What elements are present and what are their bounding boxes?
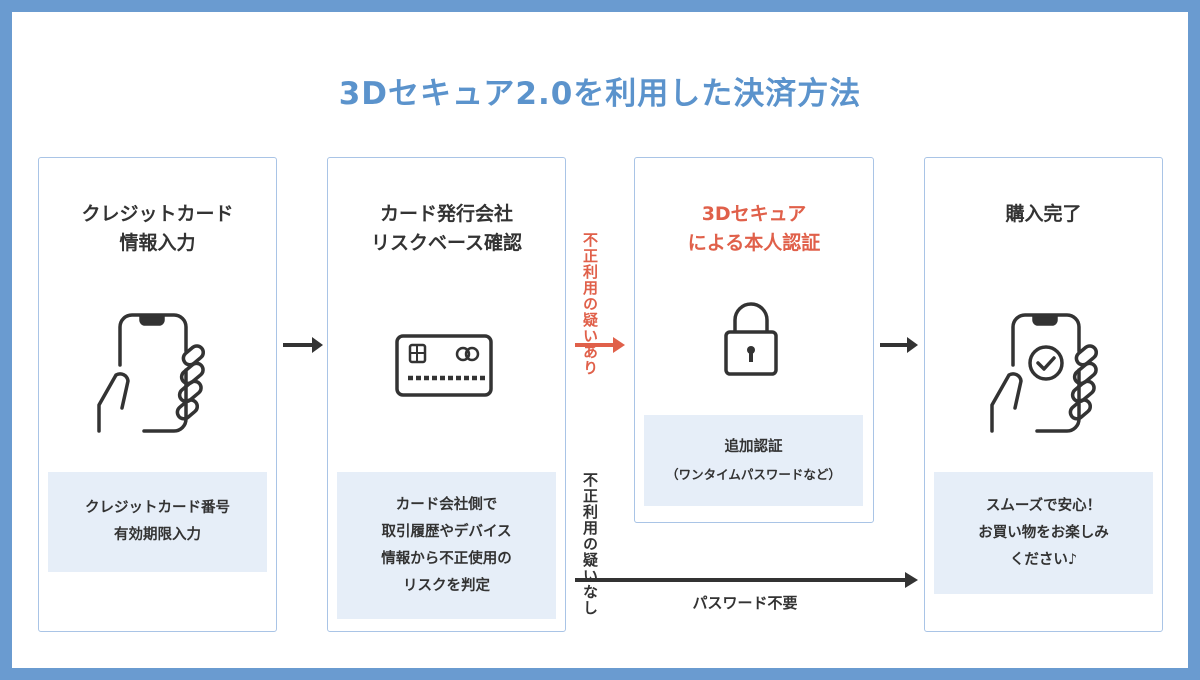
diagram-title: 3Dセキュア2.0を利用した決済方法 [338,76,862,112]
no-password-label: パスワード不要 [692,594,798,612]
step-info-box: 追加認証 （ワンタイムパスワードなど） [644,415,863,506]
info-line: 有効期限入力 [114,527,201,543]
step-title-line: 購入完了 [1005,203,1082,225]
info-line: クレジットカード番号 [85,500,230,516]
step-title-line: 3Dセキュア [701,203,807,225]
info-line: ください♪ [1009,551,1078,568]
branch-label-suspicious: 不正利用の疑いあり [580,232,599,376]
credit-card-icon [395,334,493,397]
step-info-box: カード会社側で 取引履歴やデバイス 情報から不正使用の リスクを判定 [337,472,556,619]
branch-label-line: 不正利用の [581,472,599,552]
branch-label-line: 疑いなし [581,552,599,616]
info-line: （ワンタイムパスワードなど） [666,466,841,482]
info-line: 情報から不正使用の [381,550,512,567]
info-line: お買い物をお楽しみ [978,524,1109,541]
step-title: 購入完了 [925,200,1162,229]
info-line: カード会社側で [395,496,498,513]
step-card-3d-secure-auth: 3Dセキュアによる本人認証 追加認証 （ワンタイムパスワードなど） [634,157,874,523]
info-line: 追加認証 [724,438,783,455]
branch-label-line: 疑いあり [581,312,599,376]
info-line: リスクを判定 [403,577,490,594]
step-title-line: 情報入力 [119,232,196,254]
step-title-line: リスクベース確認 [370,232,523,254]
step-title-line: による本人認証 [687,232,821,254]
lock-icon [724,302,778,376]
step-title: 3Dセキュアによる本人認証 [635,200,873,258]
step-info-box: クレジットカード番号 有効期限入力 [48,472,267,572]
info-line: 取引履歴やデバイス [381,523,512,540]
smartphone-check-icon [990,313,1099,433]
smartphone-hand-icon [97,313,206,433]
step-title: クレジットカード情報入力 [39,200,276,258]
step-title-line: カード発行会社 [379,203,513,225]
step-title: カード発行会社リスクベース確認 [328,200,565,258]
info-line: スムーズで安心！ [985,497,1102,514]
step-title-line: クレジットカード [81,203,234,225]
step-card-purchase-complete: 購入完了 スムーズで安心！ お買い物をお楽しみ ください♪ [924,157,1163,632]
step-card-risk-based-check: カード発行会社リスクベース確認 カード会社側で 取引履歴やデバイス 情報から不正… [327,157,566,632]
step-card-card-info-input: クレジットカード情報入力 クレジットカード番号 有効期限入力 [38,157,277,632]
branch-label-not-suspicious: 不正利用の疑いなし [580,472,599,616]
step-info-box: スムーズで安心！ お買い物をお楽しみ ください♪ [934,472,1153,594]
branch-label-line: 不正利用の [581,232,599,312]
